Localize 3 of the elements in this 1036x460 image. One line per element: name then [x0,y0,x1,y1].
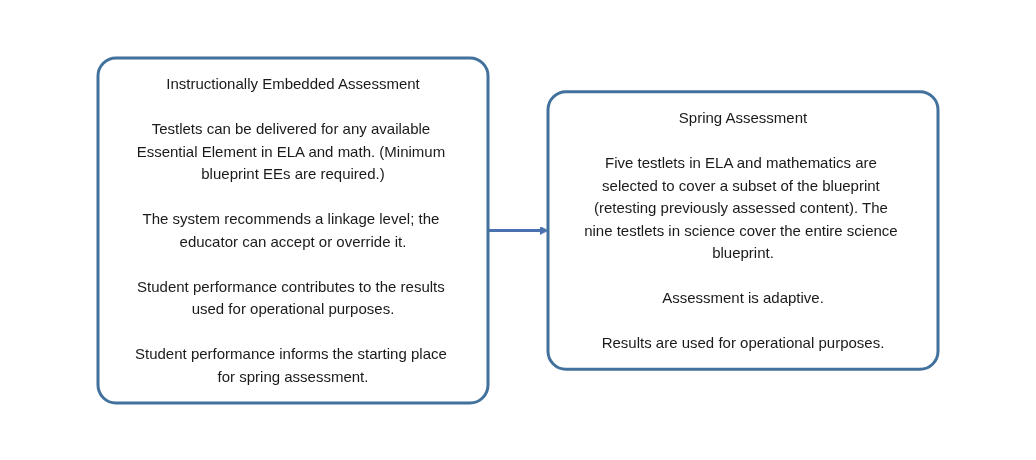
node-box: Instructionally Embedded Assessment Testlets can be delivered for any available Essential Element in ELA and math. (Minimum blueprint EEs are required.) The system recommends a linkage level; the educator can accept or override it. Student performance contributes to the results used for operational purposes. Student performance informs the starting place for spring assessment. [96,56,490,404]
arrow [488,225,549,235]
node-box: Spring Assessment Five testlets in ELA and mathematics are selected to cover a subset of the blueprint (retesting previously assessed content). The nine testlets in science cover the entire science blueprint. Assessment is adaptive. Results are used for operational purposes. [546,89,940,371]
